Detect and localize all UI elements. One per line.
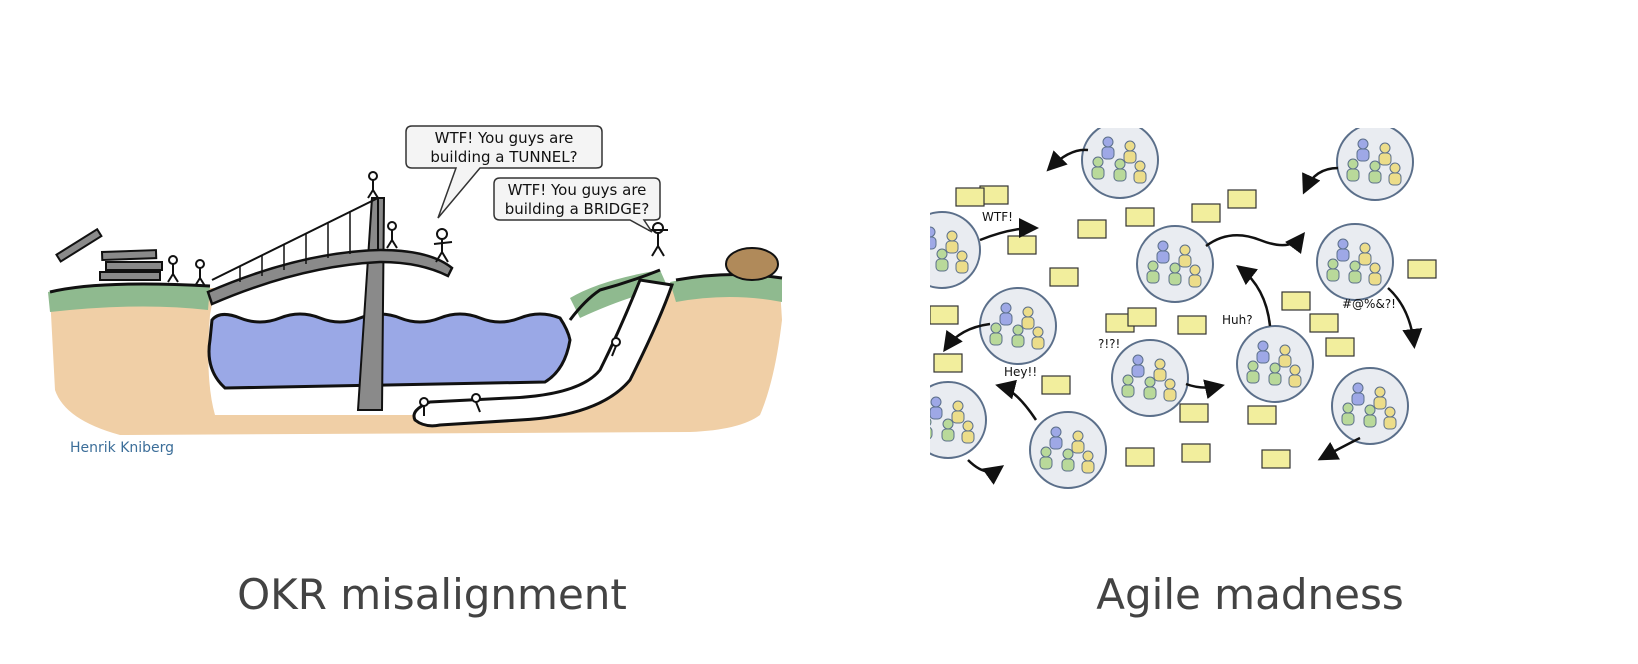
bubble-tunnel-line1: WTF! You guys are: [435, 129, 574, 147]
teams-chaos-drawing: WTF! Huh? Hey!! ?!?! #@%&?!: [903, 121, 1437, 489]
speech-bubble-tunnel: WTF! You guys are building a TUNNEL?: [405, 125, 603, 219]
bubble-bridge-line2: building a BRIDGE?: [505, 200, 650, 218]
agile-madness-illustration: WTF! Huh? Hey!! ?!?! #@%&?!: [903, 121, 1550, 518]
okr-misalignment-illustration: WTF! You guys are building a TUNNEL? WTF…: [40, 120, 830, 490]
speech-bubble-bridge: WTF! You guys are building a BRIDGE?: [493, 177, 661, 233]
bubble-bridge-line1: WTF! You guys are: [508, 181, 647, 199]
artist-signature: Henrik Kniberg: [70, 440, 174, 456]
exclamation-qmarks: ?!?!: [1098, 337, 1120, 351]
exclamation-wtf: WTF!: [982, 210, 1013, 224]
caption-okr-misalignment: OKR misalignment: [237, 570, 627, 619]
exclamation-hey: Hey!!: [1004, 365, 1037, 379]
bubble-tunnel-line2: building a TUNNEL?: [430, 148, 577, 166]
exclamation-huh: Huh?: [1222, 313, 1253, 327]
caption-agile-madness: Agile madness: [1096, 570, 1404, 619]
bridge-tunnel-drawing: WTF! You guys are building a TUNNEL? WTF…: [48, 125, 783, 456]
exclamation-curse: #@%&?!: [1342, 297, 1396, 311]
